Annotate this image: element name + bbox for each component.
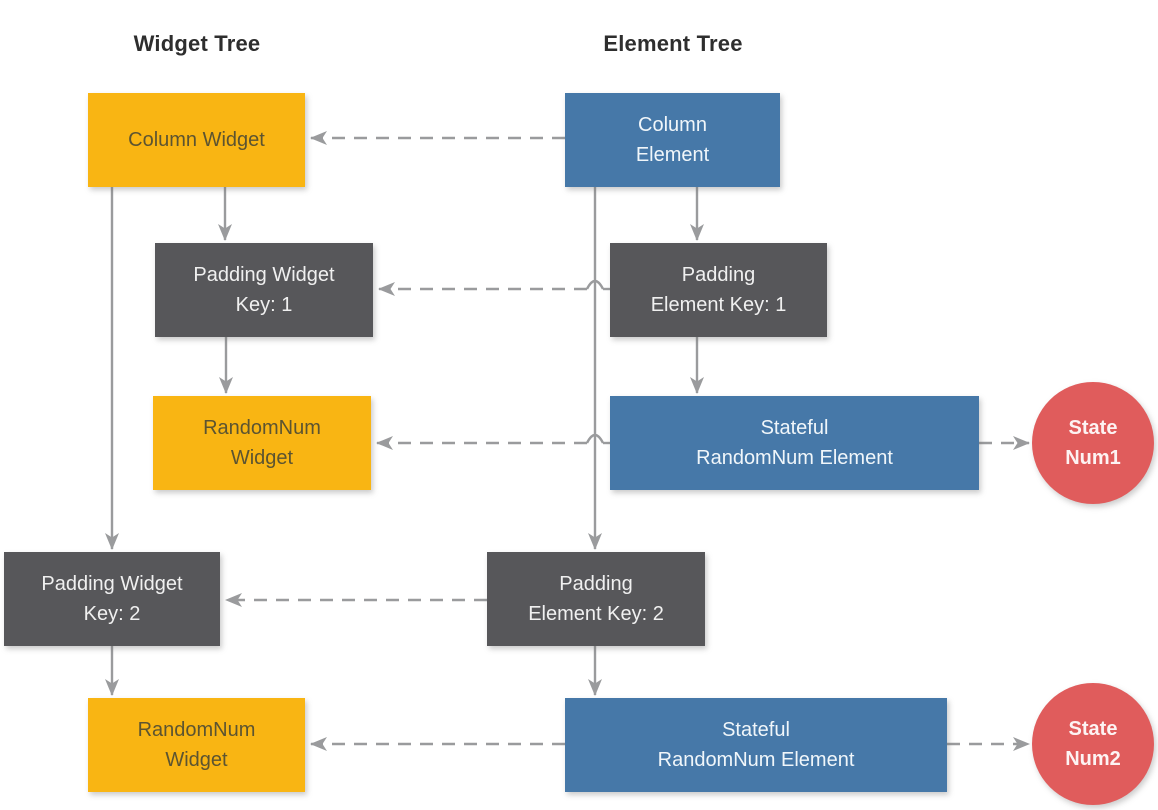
node-padding-element-key1: Padding Element Key: 1 [610,243,827,337]
node-state-num2: State Num2 [1032,683,1154,805]
element-tree-heading: Element Tree [603,31,743,56]
node-stateful-randomnum-element-2: Stateful RandomNum Element [565,698,947,792]
node-padding-element-key2: Padding Element Key: 2 [487,552,705,646]
node-stateful-randomnum-element-1: Stateful RandomNum Element [610,396,979,490]
node-padding-widget-key2: Padding Widget Key: 2 [4,552,220,646]
node-column-widget: Column Widget [88,93,305,187]
node-state-num1: State Num1 [1032,382,1154,504]
node-column-element: Column Element [565,93,780,187]
widget-tree-heading: Widget Tree [133,31,261,56]
node-padding-widget-key1: Padding Widget Key: 1 [155,243,373,337]
edge-padding-element-1-to-padding-widget-1 [378,279,610,296]
node-randomnum-widget-2: RandomNum Widget [88,698,305,792]
edge-stateful-element-1-to-randomnum-widget-1 [376,433,610,450]
node-randomnum-widget-1: RandomNum Widget [153,396,371,490]
